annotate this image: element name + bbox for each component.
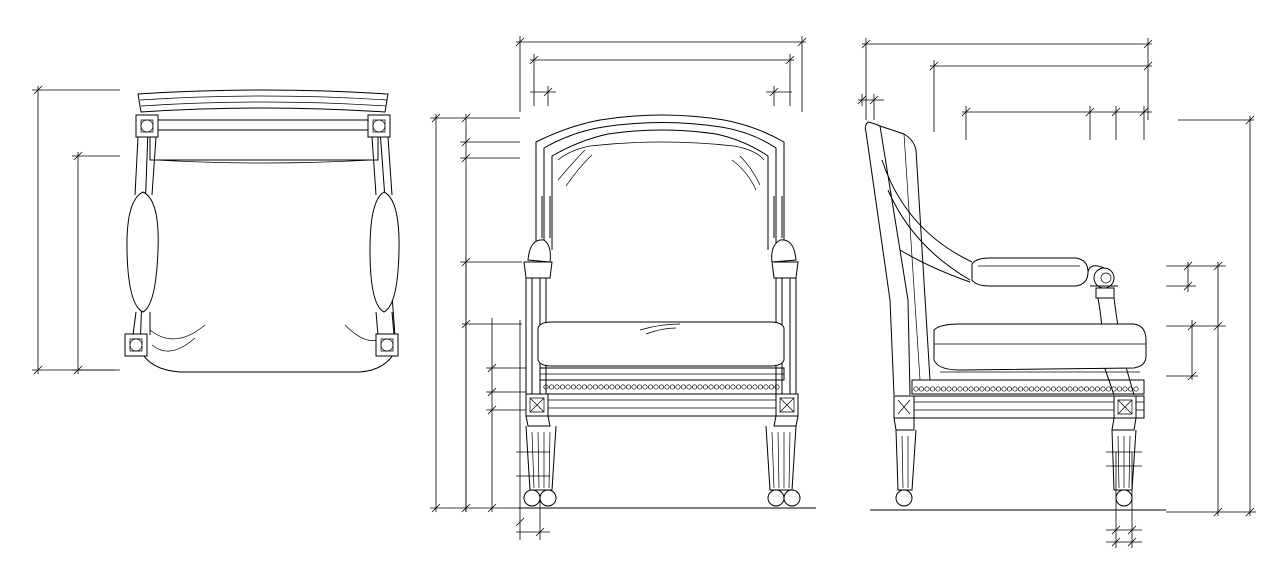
nailhead — [681, 385, 685, 389]
nailhead — [769, 385, 773, 389]
nailhead — [753, 385, 757, 389]
nailhead — [930, 387, 934, 391]
nailhead — [963, 387, 967, 391]
nailhead — [714, 385, 718, 389]
nailhead — [958, 387, 962, 391]
nailhead — [1128, 387, 1132, 391]
nailhead — [758, 385, 762, 389]
nailhead — [1002, 387, 1006, 391]
nailhead — [709, 385, 713, 389]
nailhead — [571, 385, 575, 389]
side-top-dimensions — [858, 38, 1152, 140]
nailhead — [947, 387, 951, 391]
nailhead — [698, 385, 702, 389]
nailhead — [692, 385, 696, 389]
nailhead — [599, 385, 603, 389]
nailhead — [1090, 387, 1094, 391]
nailhead — [991, 387, 995, 391]
nailhead — [1035, 387, 1039, 391]
nailhead — [1068, 387, 1072, 391]
nailhead — [736, 385, 740, 389]
nailhead — [676, 385, 680, 389]
nailhead — [703, 385, 707, 389]
nailhead — [764, 385, 768, 389]
nailhead — [544, 385, 548, 389]
front-nailhead-trim — [544, 385, 779, 389]
nailhead — [566, 385, 570, 389]
nailhead — [632, 385, 636, 389]
front-left-dimensions — [430, 114, 550, 540]
nailhead — [952, 387, 956, 391]
nailhead — [593, 385, 597, 389]
side-right-dimensions — [1166, 116, 1256, 516]
nailhead — [648, 385, 652, 389]
front-elevation — [430, 36, 816, 540]
nailhead — [1073, 387, 1077, 391]
nailhead — [1112, 387, 1116, 391]
nailhead — [1117, 387, 1121, 391]
nailhead — [1007, 387, 1011, 391]
nailhead — [615, 385, 619, 389]
nailhead — [621, 385, 625, 389]
nailhead — [1134, 387, 1138, 391]
nailhead — [936, 387, 940, 391]
nailhead — [996, 387, 1000, 391]
nailhead — [725, 385, 729, 389]
nailhead — [670, 385, 674, 389]
nailhead — [1106, 387, 1110, 391]
nailhead — [1040, 387, 1044, 391]
nailhead — [555, 385, 559, 389]
nailhead — [985, 387, 989, 391]
nailhead — [1079, 387, 1083, 391]
nailhead — [560, 385, 564, 389]
nailhead — [659, 385, 663, 389]
nailhead — [969, 387, 973, 391]
nailhead — [577, 385, 581, 389]
nailhead — [549, 385, 553, 389]
nailhead — [1018, 387, 1022, 391]
top-view-dimensions — [32, 86, 120, 374]
nailhead — [980, 387, 984, 391]
nailhead — [941, 387, 945, 391]
nailhead — [665, 385, 669, 389]
nailhead — [1046, 387, 1050, 391]
nailhead — [582, 385, 586, 389]
nailhead — [925, 387, 929, 391]
nailhead — [1051, 387, 1055, 391]
nailhead — [1095, 387, 1099, 391]
nailhead — [747, 385, 751, 389]
nailhead — [720, 385, 724, 389]
nailhead — [974, 387, 978, 391]
nailhead — [604, 385, 608, 389]
nailhead — [626, 385, 630, 389]
nailhead — [1029, 387, 1033, 391]
nailhead — [654, 385, 658, 389]
nailhead — [610, 385, 614, 389]
nailhead — [742, 385, 746, 389]
nailhead — [914, 387, 918, 391]
nailhead — [637, 385, 641, 389]
nailhead — [1101, 387, 1105, 391]
side-nailhead-trim — [914, 387, 1138, 391]
nailhead — [687, 385, 691, 389]
side-elevation — [858, 38, 1256, 548]
top-view — [32, 86, 399, 374]
nailhead — [1024, 387, 1028, 391]
nailhead — [1123, 387, 1127, 391]
nailhead — [1062, 387, 1066, 391]
nailhead — [1057, 387, 1061, 391]
nailhead — [731, 385, 735, 389]
nailhead — [643, 385, 647, 389]
nailhead — [775, 385, 779, 389]
nailhead — [919, 387, 923, 391]
front-top-dimensions — [516, 36, 806, 112]
nailhead — [1084, 387, 1088, 391]
nailhead — [588, 385, 592, 389]
nailhead — [1013, 387, 1017, 391]
